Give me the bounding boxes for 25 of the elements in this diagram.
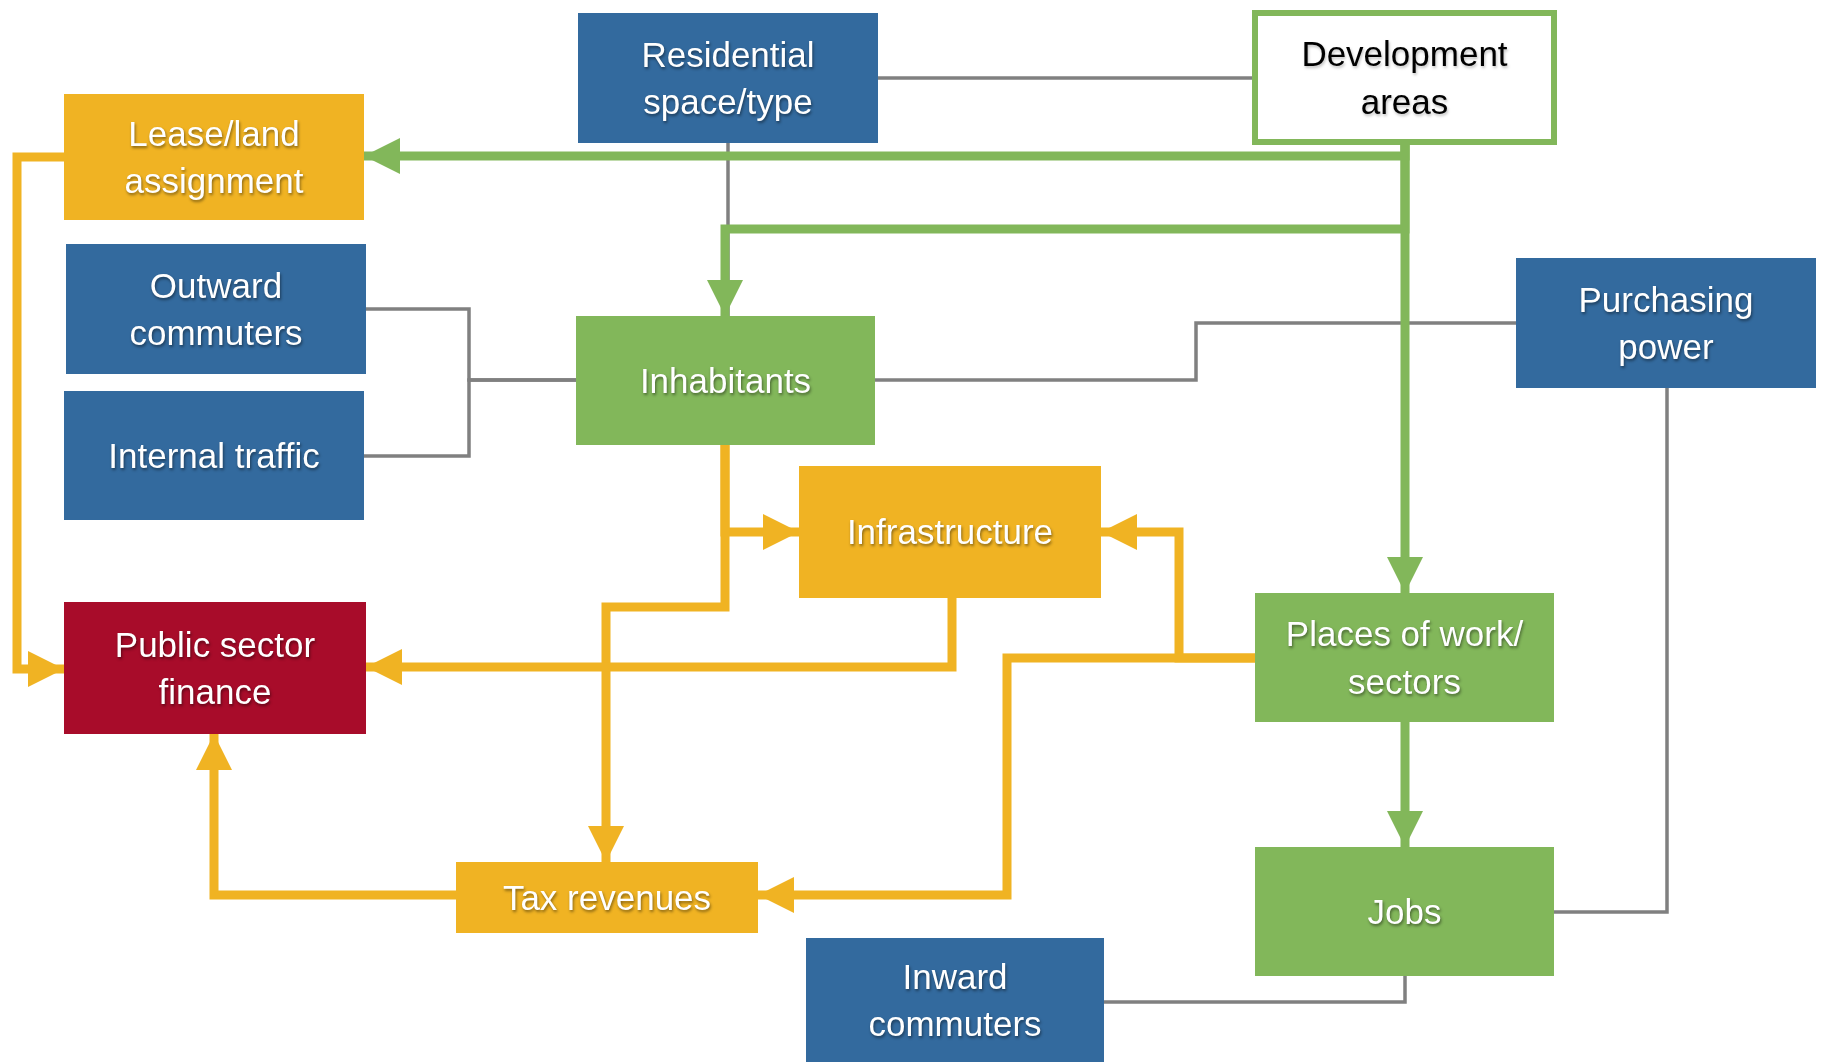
arrow [1387,145,1423,593]
connector-line [878,76,1252,80]
connector-line [1554,388,1669,914]
connector-line [364,378,576,458]
process-box: Internal traffic [64,391,364,520]
connector-line [1104,976,1407,1004]
process-box: Development areas [1252,10,1557,145]
arrow [1387,722,1423,847]
process-box: Purchasing power [1516,258,1816,388]
process-box: Inhabitants [576,316,875,445]
arrow [196,734,456,900]
process-box: Inward commuters [806,938,1104,1062]
process-box: Infrastructure [799,466,1101,598]
process-box: Residential space/type [578,13,878,143]
process-box: Outward commuters [66,244,366,374]
arrow [366,598,957,685]
process-box: Jobs [1255,847,1554,976]
process-box: Lease/land assignment [64,94,364,220]
process-box: Places of work/ sectors [1255,593,1554,722]
arrow [12,152,64,687]
connector-line [875,321,1516,382]
arrow [758,653,1255,913]
arrow [588,445,730,862]
process-box: Public sector finance [64,602,366,734]
process-box: Tax revenues [456,862,758,933]
